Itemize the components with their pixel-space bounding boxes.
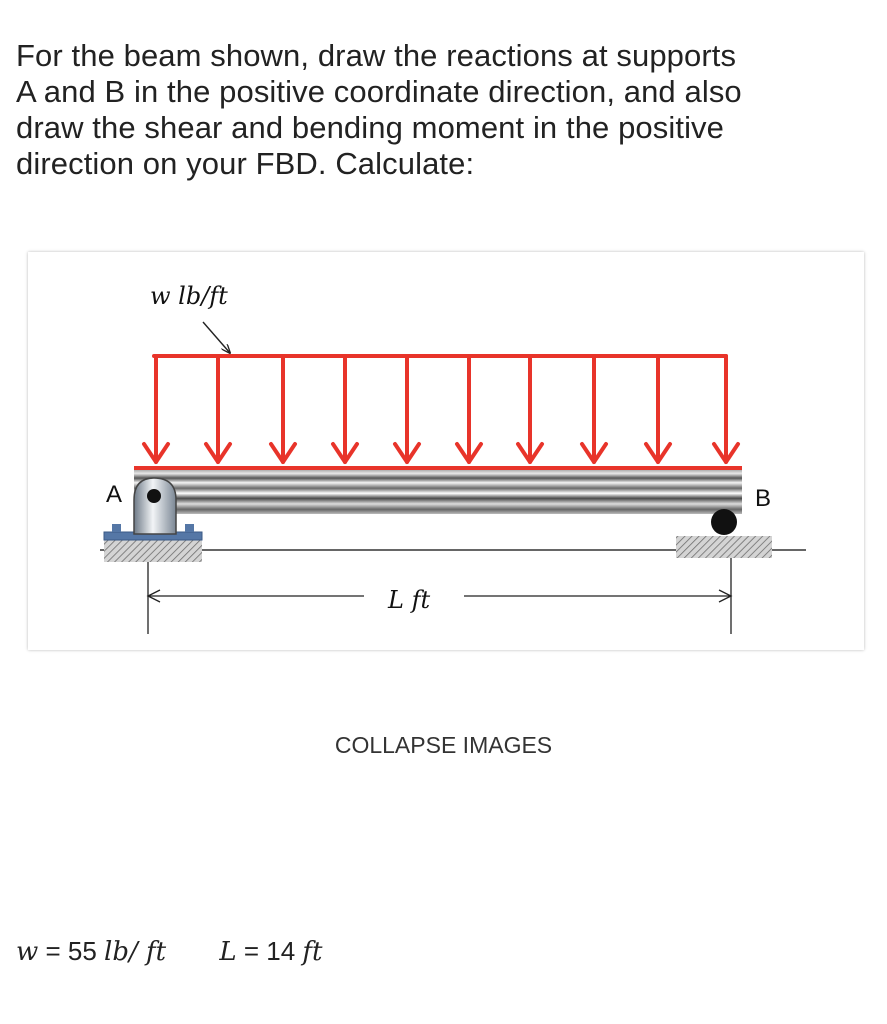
problem-line: direction on your FBD. Calculate: [16, 146, 475, 181]
problem-line: draw the shear and bending moment in the… [16, 110, 725, 145]
l-value: = 14 [236, 936, 303, 966]
load-arrow [455, 354, 483, 464]
roller-support-b [676, 509, 772, 558]
beam [134, 468, 742, 514]
load-arrow [580, 354, 608, 464]
load-label: w lb/ft [150, 282, 228, 310]
distributed-load [142, 354, 740, 464]
load-arrow [516, 354, 544, 464]
collapse-images-label[interactable]: COLLAPSE IMAGES [334, 732, 553, 758]
load-arrow [142, 354, 170, 464]
problem-line: A and B in the positive coordinate direc… [16, 74, 742, 109]
problem-statement: For the beam shown, draw the reactions a… [16, 38, 876, 182]
load-arrow [712, 354, 740, 464]
collapse-images-button[interactable]: COLLAPSE IMAGES [0, 732, 887, 759]
beam-figure: w lb/ft [28, 252, 864, 650]
problem-line: For the beam shown, draw the reactions a… [16, 38, 737, 73]
load-arrow [269, 354, 297, 464]
load-arrow [393, 354, 421, 464]
l-units: ft [302, 937, 323, 967]
given-values: w = 55 lb/ ft L = 14 ft [16, 936, 322, 967]
w-units: lb/ ft [104, 937, 167, 967]
beam-diagram: w lb/ft [100, 282, 806, 634]
load-arrow [204, 354, 232, 464]
pin-support-a [103, 477, 203, 562]
w-value: = 55 [38, 936, 105, 966]
load-arrow [331, 354, 359, 464]
load-arrow [644, 354, 672, 464]
load-pointer-arrow [202, 321, 230, 353]
support-a-label: A [106, 481, 122, 508]
support-b-label: B [755, 485, 771, 512]
l-symbol: L [219, 937, 237, 967]
span-dimension [146, 558, 733, 634]
w-symbol: w [16, 937, 39, 967]
span-label: L ft [387, 586, 430, 614]
